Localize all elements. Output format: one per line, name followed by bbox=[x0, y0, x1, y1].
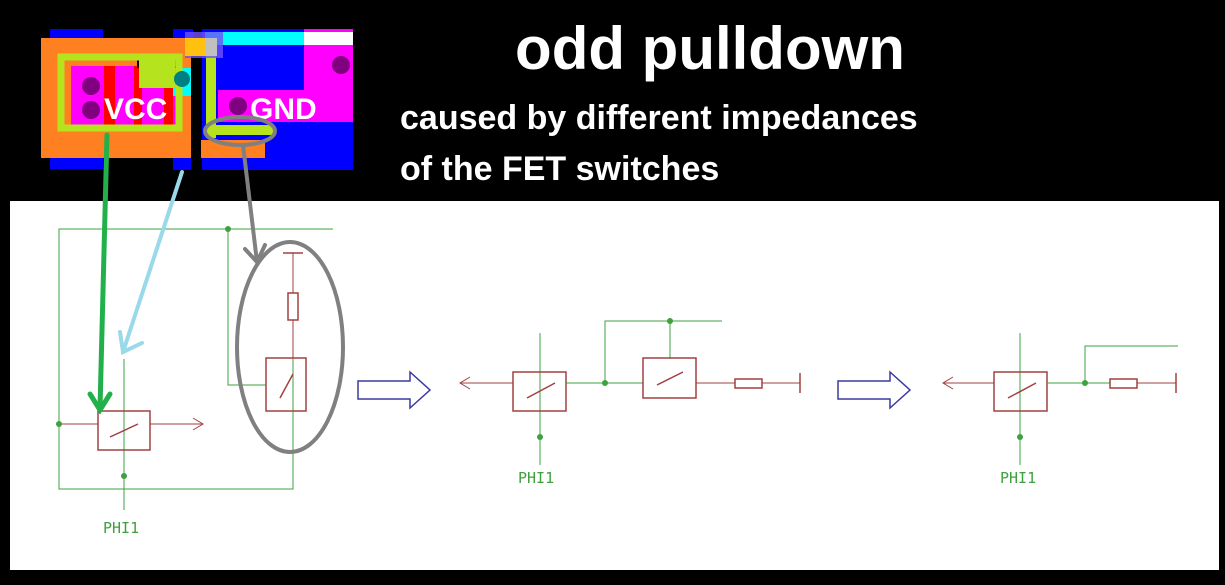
schematic-step-2: PHI1 bbox=[459, 318, 801, 487]
fet-switch bbox=[642, 357, 697, 399]
annotation-arrows bbox=[87, 115, 277, 415]
next-arrow-2 bbox=[837, 370, 912, 410]
chip-layout-image: VCC GND bbox=[41, 29, 353, 170]
gnd-arrow bbox=[241, 143, 259, 264]
resistor bbox=[1109, 378, 1138, 389]
vcc-label: VCC bbox=[104, 93, 167, 126]
gate-arrow bbox=[121, 170, 184, 354]
subtitle-line-1: caused by different impedances bbox=[400, 99, 918, 137]
phi1-label: PHI1 bbox=[1000, 469, 1036, 487]
vcc-arrow bbox=[97, 132, 110, 411]
resistor bbox=[734, 378, 763, 389]
schematic-step-3: PHI1 bbox=[942, 333, 1178, 487]
resistor bbox=[287, 292, 299, 321]
subtitle-line-2: of the FET switches bbox=[400, 150, 720, 188]
fet-switch bbox=[993, 371, 1048, 412]
highlight-ellipse bbox=[235, 240, 345, 454]
fet-switch bbox=[97, 410, 151, 451]
next-arrow-1 bbox=[357, 370, 432, 410]
schematic-panel bbox=[10, 201, 1219, 570]
fet-switch bbox=[265, 357, 307, 412]
slide-title: odd pulldown bbox=[515, 15, 905, 82]
fet-switch bbox=[512, 371, 567, 412]
phi1-label: PHI1 bbox=[518, 469, 554, 487]
schematic-original: PHI1 bbox=[56, 226, 345, 537]
phi1-label: PHI1 bbox=[103, 519, 139, 537]
